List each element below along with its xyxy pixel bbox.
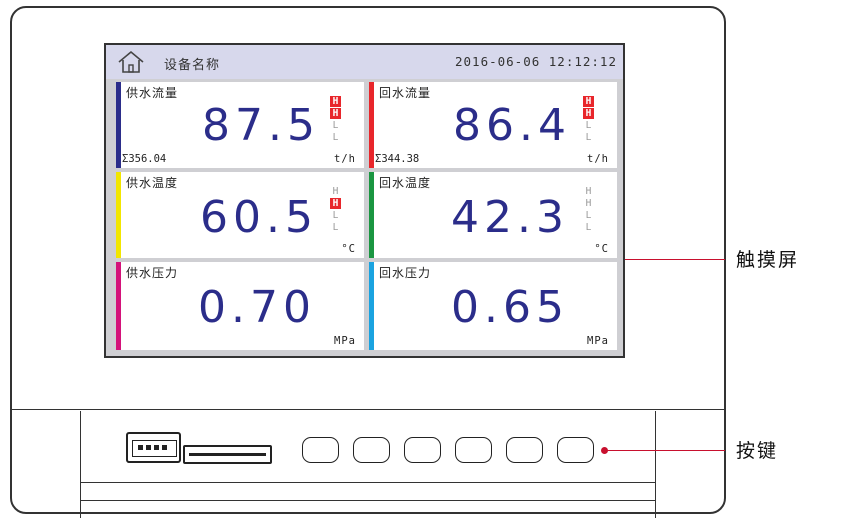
alarm-active-indicator: H [330,108,341,119]
key-button[interactable] [557,437,594,463]
channel-value: 86.4 [453,100,571,151]
key-button[interactable] [302,437,339,463]
channel-color-bar [116,82,121,168]
alarm-active-indicator: H [330,96,341,107]
channel-unit: t/h [587,153,609,165]
channel-color-bar [116,172,121,258]
sd-slot-icon[interactable] [183,445,272,464]
alarm-inactive-indicator: H [585,198,592,209]
alarm-inactive-indicator: L [585,120,592,131]
keys-callout-line [606,450,725,451]
key-button[interactable] [404,437,441,463]
channel-label: 回水温度 [379,176,432,190]
alarm-inactive-indicator: L [585,210,592,221]
key-button[interactable] [353,437,390,463]
keys-callout-label: 按键 [736,440,779,462]
channel-color-bar [369,82,374,168]
device-divider [10,409,726,410]
datetime: 2016-06-06 12:12:12 [455,54,617,69]
channel-total: Σ344.38 [375,153,420,165]
channel-value: 0.70 [198,282,316,333]
alarm-inactive-indicator: L [332,132,339,143]
home-icon[interactable] [114,50,148,74]
channel-total: Σ356.04 [122,153,167,165]
channel-unit: °C [341,243,356,255]
alarm-inactive-indicator: L [332,120,339,131]
channel-unit: t/h [334,153,356,165]
key-button[interactable] [455,437,492,463]
channel-unit: MPa [334,335,356,347]
alarm-inactive-indicator: L [585,132,592,143]
channel-color-bar [116,262,121,350]
alarm-active-indicator: H [583,96,594,107]
panel-line [80,500,656,501]
channel-cell[interactable]: 供水压力 0.70 MPa [116,262,364,350]
button-panel [80,411,656,518]
channel-label: 供水流量 [126,86,179,100]
alarm-active-indicator: H [583,108,594,119]
channel-value: 87.5 [202,100,320,151]
channel-label: 回水压力 [379,266,432,280]
alarm-inactive-indicator: H [332,186,339,197]
touchscreen-callout-line [625,259,725,260]
channel-color-bar [369,262,374,350]
keys-callout-dot [601,447,608,454]
channel-unit: °C [594,243,609,255]
screen-header: 设备名称 2016-06-06 12:12:12 [106,45,623,79]
device-name: 设备名称 [164,58,221,73]
channel-value: 42.3 [451,192,569,243]
alarm-inactive-indicator: L [332,210,339,221]
channel-value: 0.65 [451,282,569,333]
alarm-inactive-indicator: L [332,222,339,233]
panel-line [80,482,656,483]
usb-port-icon[interactable] [126,432,181,463]
channel-value: 60.5 [200,192,318,243]
channel-label: 回水流量 [379,86,432,100]
channel-label: 供水温度 [126,176,179,190]
channel-unit: MPa [587,335,609,347]
alarm-active-indicator: H [330,198,341,209]
channel-label: 供水压力 [126,266,179,280]
key-button[interactable] [506,437,543,463]
alarm-inactive-indicator: L [585,222,592,233]
touchscreen-callout-label: 触摸屏 [736,249,800,271]
alarm-inactive-indicator: H [585,186,592,197]
channel-cell[interactable]: 回水压力 0.65 MPa [369,262,617,350]
channel-color-bar [369,172,374,258]
